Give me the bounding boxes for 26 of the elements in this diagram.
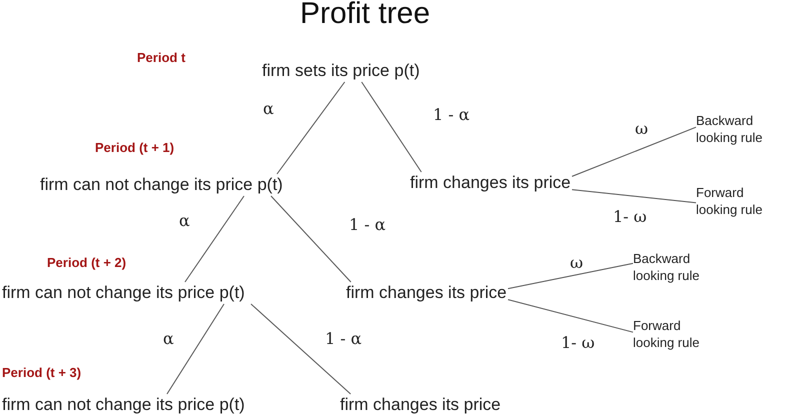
branch-line [250,304,352,394]
outcome-text: Forward looking rule [696,184,764,218]
state-text: firm can not change its price p(t) [2,394,245,416]
branch-line [572,189,696,204]
branch-line [270,196,352,282]
branch-line [276,82,346,174]
state-text: firm changes its price [340,394,501,416]
branch-line [184,196,244,282]
state-text: firm sets its price p(t) [262,60,420,82]
outcome-text: Forward looking rule [633,317,700,351]
diagram-title: Profit tree [300,0,430,32]
branch-line [572,126,696,177]
state-text: firm can not change its price p(t) [40,174,283,196]
branch-line [166,304,224,394]
period-label: Period (t + 2) [47,255,126,271]
branch-line [508,262,634,290]
outcome-text: Backward looking rule [633,250,700,284]
period-label: Period t [137,50,186,66]
branch-line [361,82,422,172]
branch-line [508,299,634,333]
period-label: Period (t + 3) [2,365,82,381]
state-text: firm changes its price [410,172,571,194]
outcome-text: Backward looking rule [696,112,764,146]
state-text: firm can not change its price p(t) [2,282,245,304]
period-label: Period (t + 1) [95,140,174,156]
state-text: firm changes its price [346,282,507,304]
